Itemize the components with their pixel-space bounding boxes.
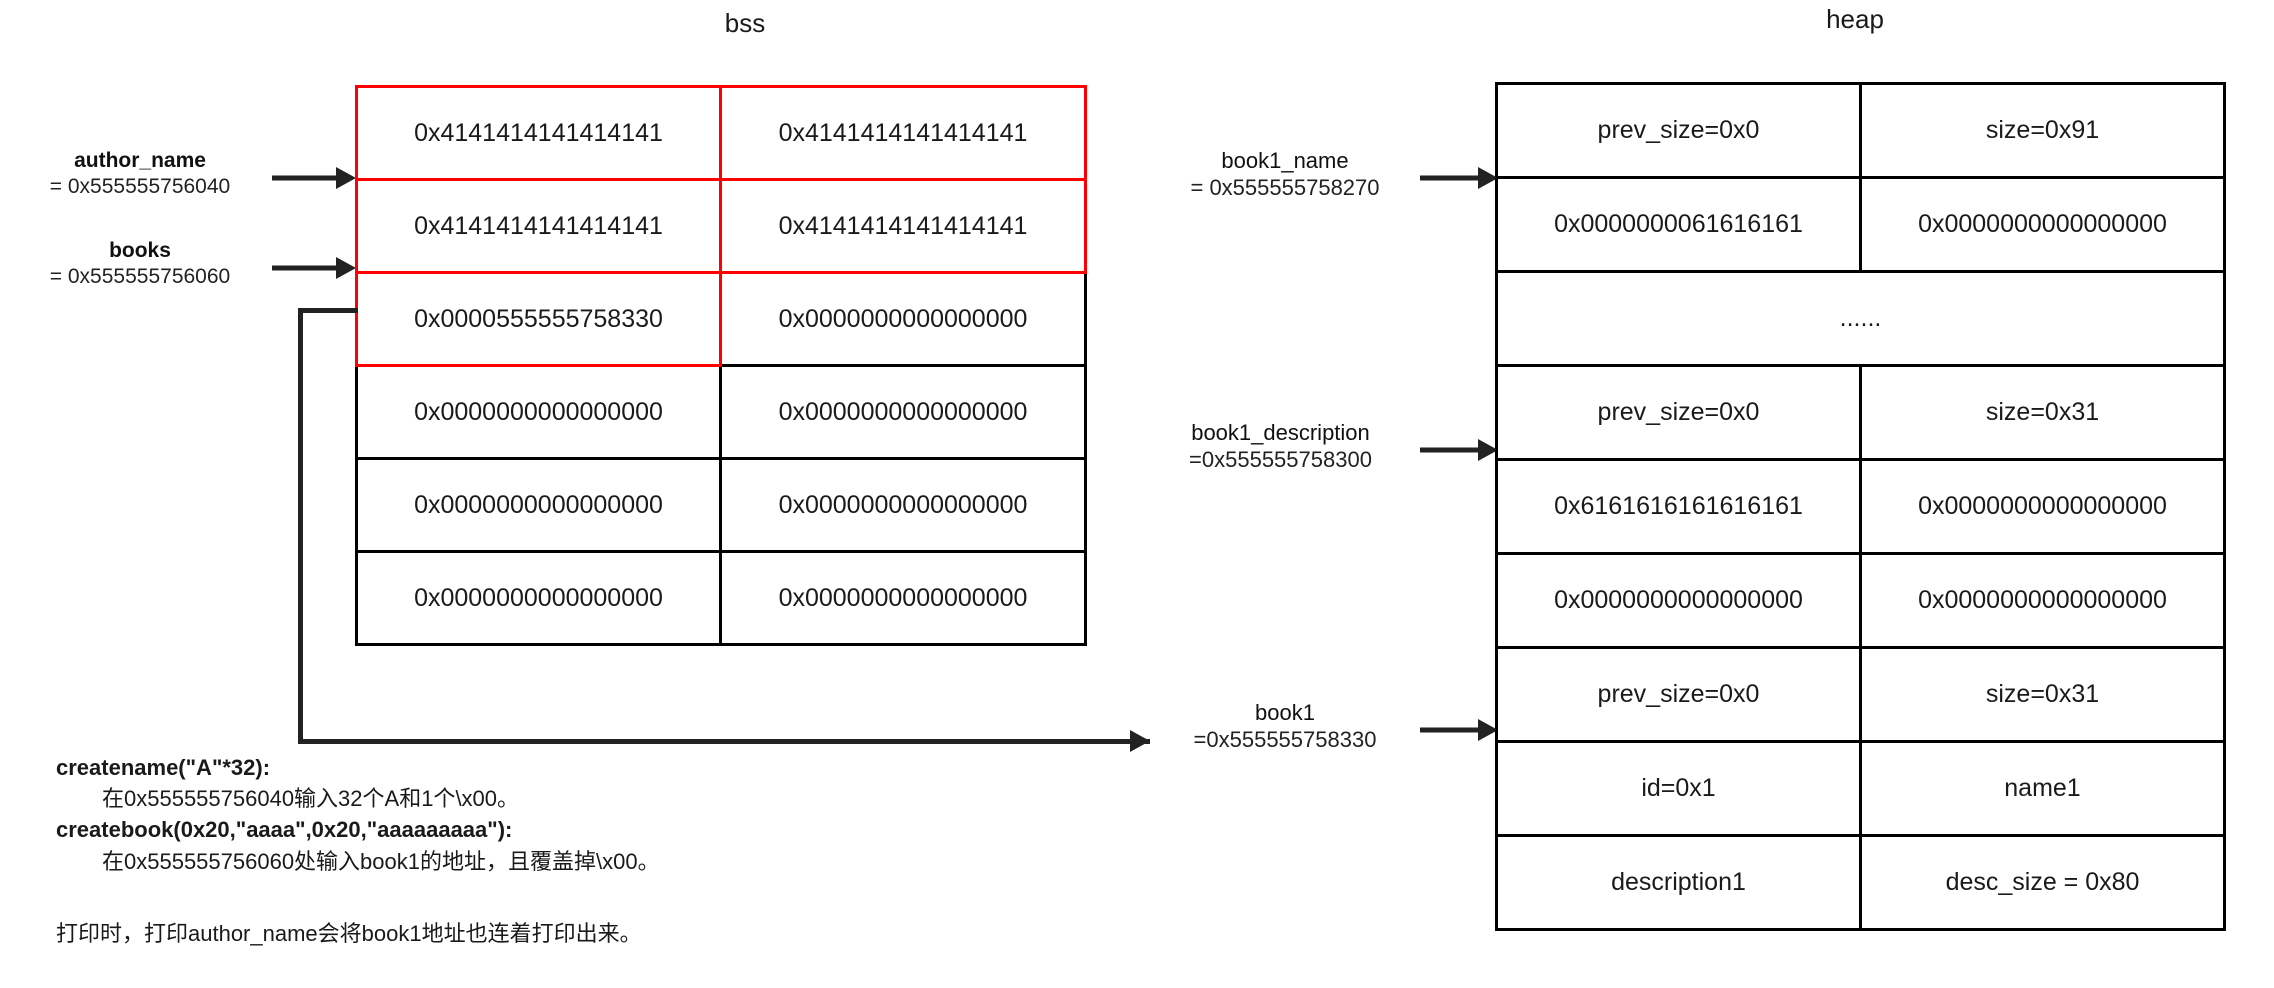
label-book1-address: =0x555555758330 (1193, 726, 1377, 752)
heap-memory-table: prev_size=0x0 size=0x91 0x00000000616161… (1495, 82, 2226, 931)
label-book1-name: book1_name = 0x555555758270 (1155, 148, 1415, 202)
table-row: 0x0000555555758330 0x0000000000000000 (355, 271, 1087, 367)
heap-cell: prev_size=0x0 (1495, 646, 1862, 743)
annotation-print-summary: 打印时，打印author_name会将book1地址也连着打印出来。 (56, 918, 642, 949)
heap-cell: prev_size=0x0 (1495, 364, 1862, 461)
annotation-createbook-detail: 在0x555555756060处输入book1的地址，且覆盖掉\x00。 (102, 848, 660, 874)
label-book1-name-title: book1_name (1221, 148, 1349, 173)
label-book1-title: book1 (1255, 700, 1315, 725)
table-row: 0x0000000000000000 0x0000000000000000 (355, 364, 1087, 460)
heap-cell: prev_size=0x0 (1495, 82, 1862, 179)
heap-cell: size=0x31 (1859, 646, 2226, 743)
label-books-title: books (109, 239, 171, 262)
heap-cell: size=0x31 (1859, 364, 2226, 461)
label-book1-name-address: = 0x555555758270 (1190, 174, 1380, 200)
heap-cell: description1 (1495, 834, 1862, 931)
heap-cell: desc_size = 0x80 (1859, 834, 2226, 931)
label-book1: book1 =0x555555758330 (1155, 700, 1415, 754)
bss-cell: 0x4141414141414141 (719, 85, 1087, 181)
bss-cell: 0x4141414141414141 (355, 85, 722, 181)
bss-section-title: bss (724, 8, 766, 38)
table-row: 0x4141414141414141 0x4141414141414141 (355, 85, 1087, 181)
bss-memory-table: 0x4141414141414141 0x4141414141414141 0x… (355, 85, 1087, 646)
heap-cell: size=0x91 (1859, 82, 2226, 179)
bss-cell: 0x0000000000000000 (719, 271, 1087, 367)
table-row: 0x0000000000000000 0x0000000000000000 (1495, 552, 2226, 649)
label-books-address: = 0x555555756060 (49, 264, 231, 288)
label-book1-description-address: =0x555555758300 (1189, 446, 1372, 472)
label-book1-description-title: book1_description (1191, 420, 1370, 445)
annotation-createname-signature: createname("A"*32): (56, 755, 271, 780)
heap-section-title: heap (1826, 4, 1884, 34)
table-row: prev_size=0x0 size=0x31 (1495, 646, 2226, 743)
table-row: prev_size=0x0 size=0x31 (1495, 364, 2226, 461)
label-author-name-address: = 0x555555756040 (49, 174, 231, 198)
connector-books-to-book1-horizontal-top (298, 308, 358, 313)
table-row: 0x6161616161616161 0x0000000000000000 (1495, 458, 2226, 555)
bss-cell: 0x4141414141414141 (355, 178, 722, 274)
label-book1-description: book1_description =0x555555758300 (1138, 420, 1423, 474)
table-row: 0x4141414141414141 0x4141414141414141 (355, 178, 1087, 274)
label-author-name: author_name = 0x555555756040 (14, 148, 266, 199)
heap-cell-ellipsis: ...... (1495, 270, 2226, 367)
bss-cell: 0x0000000000000000 (719, 457, 1087, 553)
bss-cell-books-pointer: 0x0000555555758330 (355, 271, 722, 367)
heap-cell: 0x6161616161616161 (1495, 458, 1862, 555)
heap-cell: name1 (1859, 740, 2226, 837)
table-row: 0x0000000000000000 0x0000000000000000 (355, 457, 1087, 553)
bss-cell: 0x0000000000000000 (719, 550, 1087, 646)
label-author-name-title: author_name (74, 149, 206, 172)
table-row: description1 desc_size = 0x80 (1495, 834, 2226, 931)
annotation-createname-detail: 在0x555555756040输入32个A和1个\x00。 (102, 786, 520, 812)
bss-cell: 0x0000000000000000 (355, 364, 722, 460)
connector-books-to-book1-vertical (298, 308, 303, 744)
bss-cell: 0x0000000000000000 (719, 364, 1087, 460)
heap-cell: 0x0000000000000000 (1859, 552, 2226, 649)
heap-cell: 0x0000000061616161 (1495, 176, 1862, 273)
annotation-createbook-signature: createbook(0x20,"aaaa",0x20,"aaaaaaaaa")… (56, 817, 513, 843)
annotation-block: createname("A"*32): 在0x555555756040输入32个… (56, 752, 660, 877)
connector-books-to-book1-horizontal-bottom (298, 739, 1150, 744)
table-row: ...... (1495, 270, 2226, 367)
table-row: prev_size=0x0 size=0x91 (1495, 82, 2226, 179)
annotation-print-summary-text: 打印时，打印author_name会将book1地址也连着打印出来。 (56, 921, 642, 946)
table-row: id=0x1 name1 (1495, 740, 2226, 837)
bss-cell: 0x0000000000000000 (355, 457, 722, 553)
heap-cell: id=0x1 (1495, 740, 1862, 837)
table-row: 0x0000000061616161 0x0000000000000000 (1495, 176, 2226, 273)
heap-cell: 0x0000000000000000 (1495, 552, 1862, 649)
heap-cell: 0x0000000000000000 (1859, 176, 2226, 273)
table-row: 0x0000000000000000 0x0000000000000000 (355, 550, 1087, 646)
heap-cell: 0x0000000000000000 (1859, 458, 2226, 555)
bss-cell: 0x4141414141414141 (719, 178, 1087, 274)
bss-cell: 0x0000000000000000 (355, 550, 722, 646)
label-books: books = 0x555555756060 (14, 238, 266, 289)
